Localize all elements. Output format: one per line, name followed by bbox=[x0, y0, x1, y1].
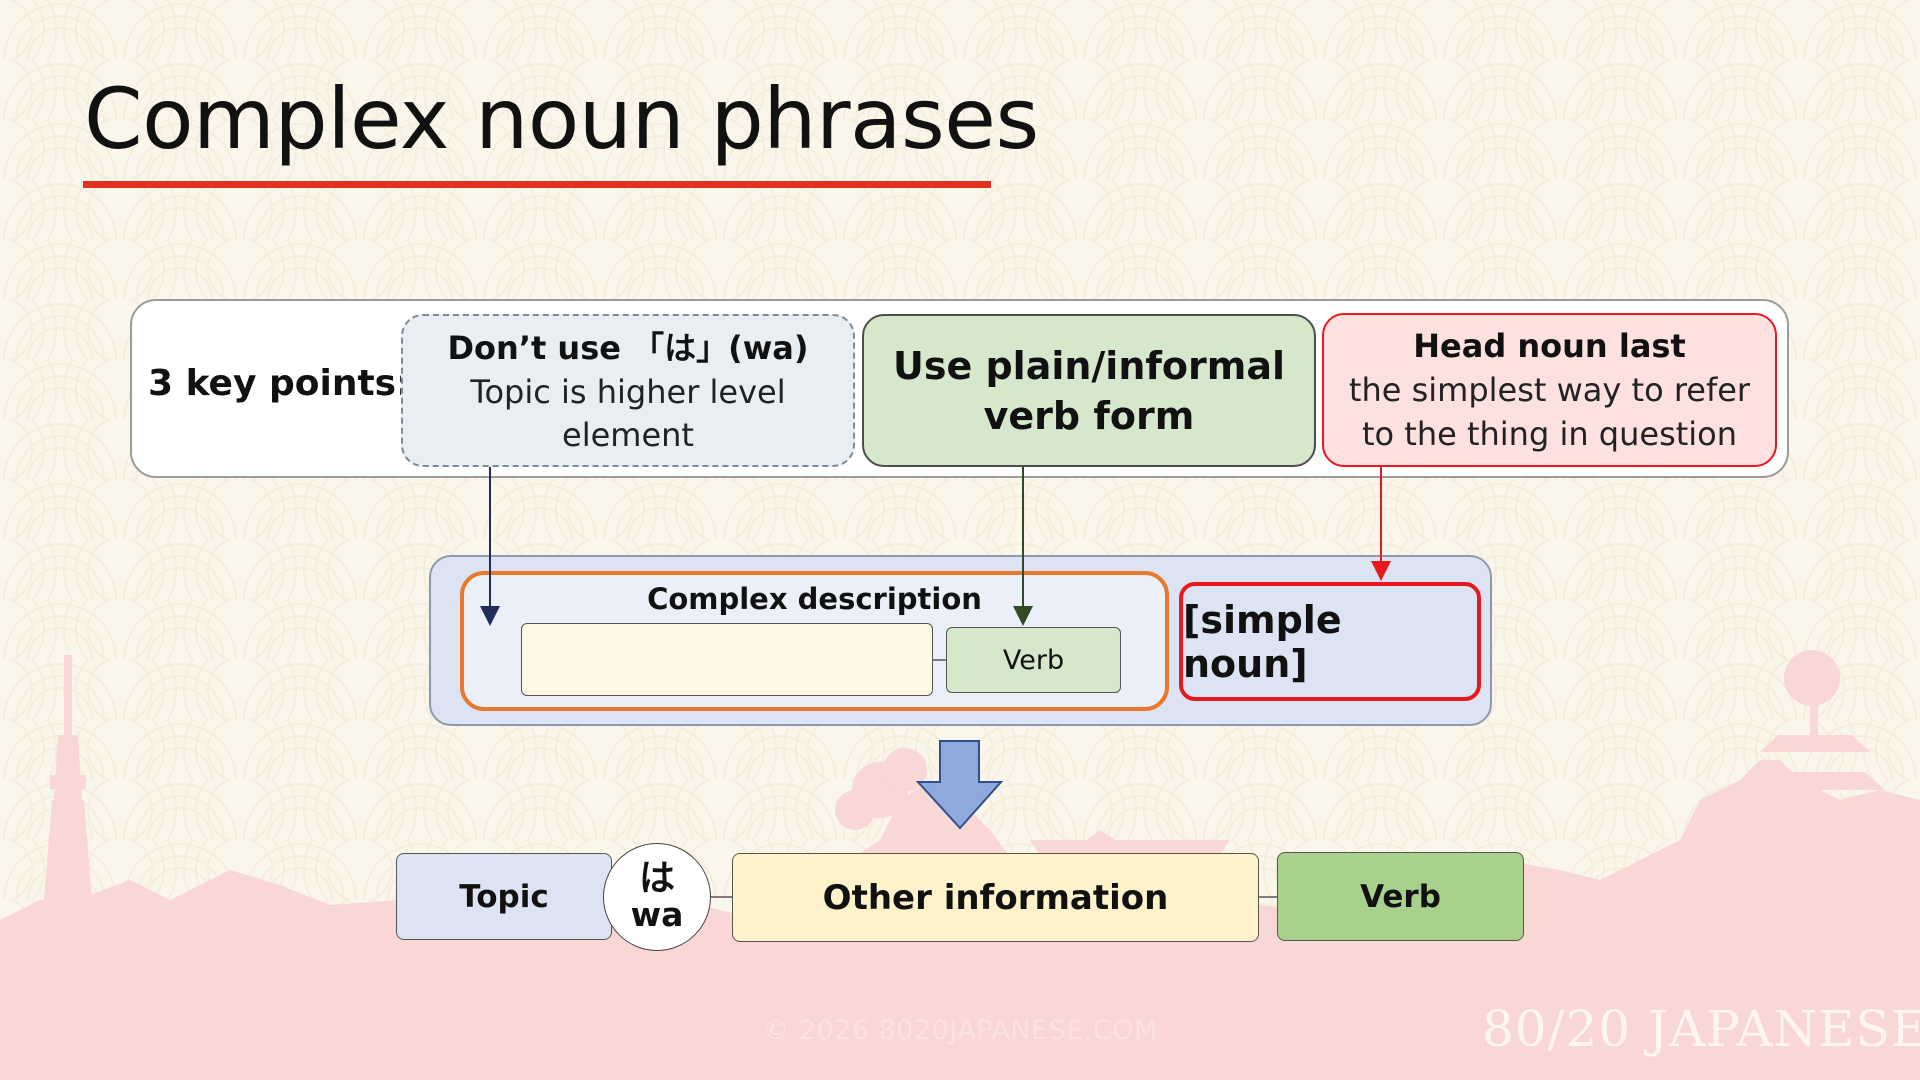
complex-description-label: Complex description bbox=[647, 582, 982, 616]
key-point-head-noun-last: Head noun last the simplest way to refer… bbox=[1322, 313, 1777, 467]
key-point-no-wa-text-1: Topic is higher level bbox=[470, 372, 786, 411]
key-points-label: 3 key points: bbox=[148, 363, 411, 404]
key-point-no-wa: Don’t use 「は」(wa) Topic is higher level … bbox=[401, 314, 855, 467]
key-point-plain-verb-heading-2: verb form bbox=[983, 393, 1195, 438]
page-title: Complex noun phrases bbox=[84, 70, 1039, 168]
description-verb-box: Verb bbox=[946, 627, 1121, 693]
key-point-head-noun-text-1: the simplest way to refer bbox=[1348, 371, 1751, 409]
sentence-other-information-box: Other information bbox=[732, 853, 1259, 942]
footer-copyright: © 2026 8020JAPANESE.COM bbox=[762, 1015, 1158, 1046]
key-point-head-noun-text-2: to the thing in question bbox=[1361, 415, 1738, 453]
key-point-no-wa-text-2: element bbox=[562, 415, 694, 454]
particle-wa-circle: は wa bbox=[603, 843, 711, 951]
description-content-box bbox=[521, 623, 933, 696]
particle-wa-kana: は bbox=[638, 858, 675, 899]
key-point-head-noun-heading: Head noun last bbox=[1413, 327, 1686, 365]
particle-wa-romaji: wa bbox=[630, 895, 684, 934]
title-underline bbox=[83, 181, 991, 188]
sentence-topic-box: Topic bbox=[396, 853, 612, 940]
key-point-plain-verb-heading-1: Use plain/informal bbox=[892, 343, 1286, 388]
key-point-no-wa-heading: Don’t use 「は」(wa) bbox=[447, 328, 809, 367]
key-point-plain-verb: Use plain/informal verb form bbox=[862, 314, 1316, 467]
sentence-verb-box: Verb bbox=[1277, 852, 1524, 941]
simple-noun-box: [simple noun] bbox=[1179, 582, 1481, 701]
brand-logo-text: 80/20 JAPANESE bbox=[1482, 1000, 1920, 1058]
